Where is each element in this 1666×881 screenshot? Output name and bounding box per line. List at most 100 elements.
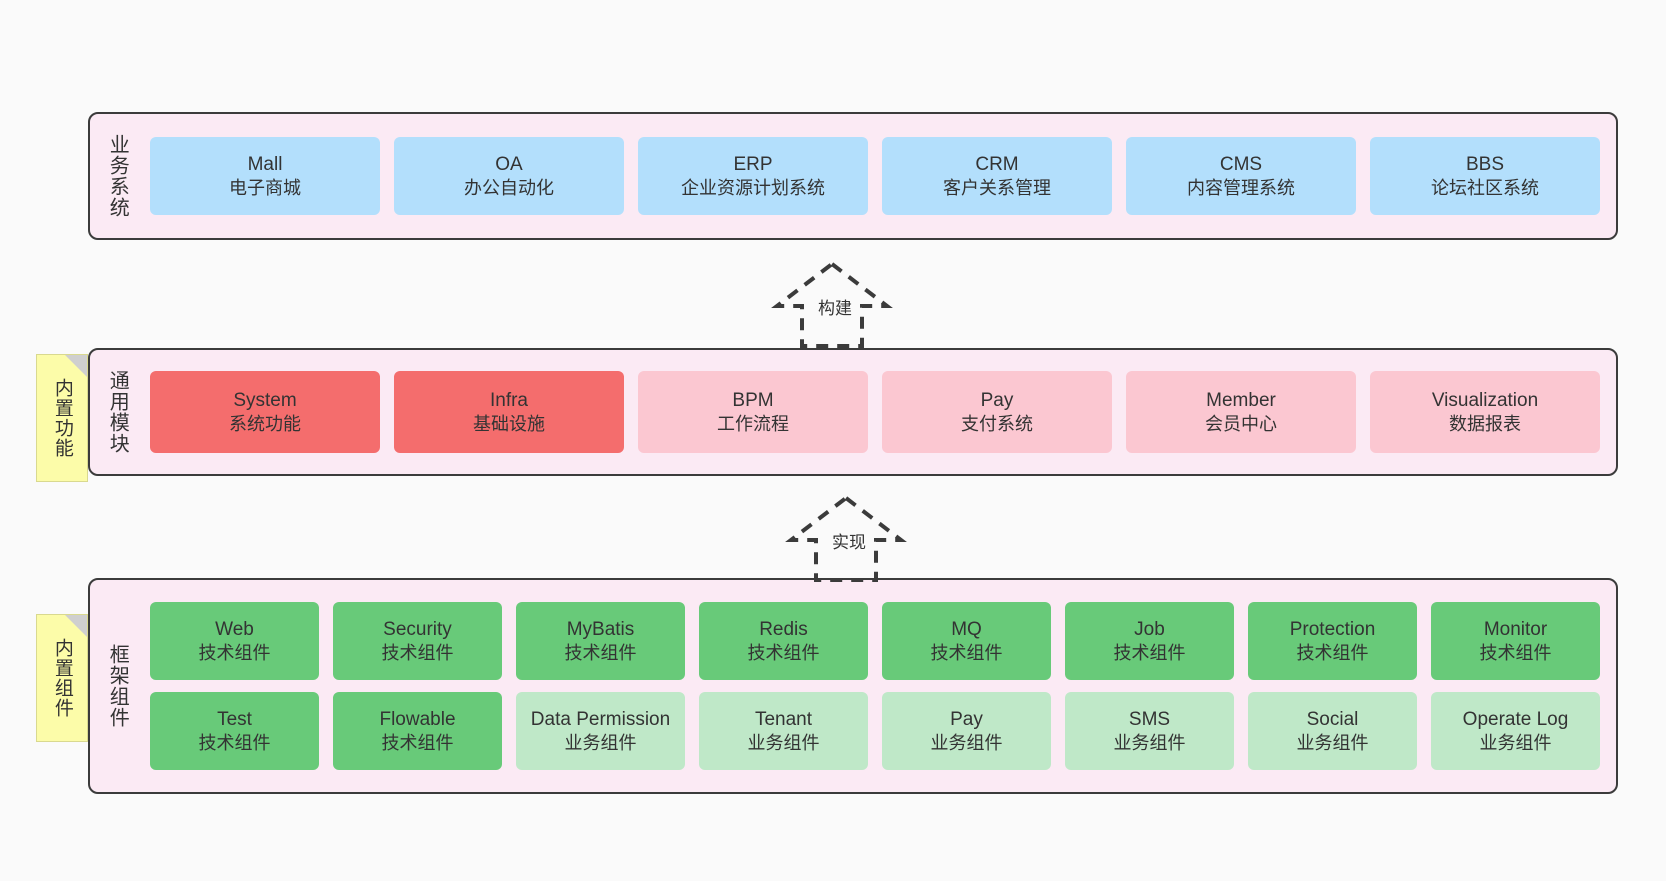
component-box-tenant[interactable]: Tenant 业务组件: [699, 692, 868, 770]
component-cn-label: 技术组件: [747, 642, 820, 663]
component-cn-label: 技术组件: [1296, 642, 1369, 663]
module-cn-label: 电子商城: [229, 177, 301, 198]
component-cn-label: 技术组件: [930, 642, 1003, 663]
component-en-label: Web: [215, 618, 254, 640]
component-box-operate-log[interactable]: Operate Log 业务组件: [1431, 692, 1600, 770]
component-cn-label: 技术组件: [381, 642, 454, 663]
note-fold-corner-icon: [65, 355, 87, 377]
module-en-label: Member: [1206, 389, 1276, 411]
module-en-label: BBS: [1465, 153, 1505, 175]
component-cn-label: 业务组件: [564, 732, 637, 753]
build-arrow-icon: [771, 261, 893, 348]
component-box-monitor[interactable]: Monitor 技术组件: [1431, 602, 1600, 680]
framework-component-items: Web 技术组件 Security 技术组件 MyBatis 技术组件 Redi…: [144, 580, 1616, 792]
framework-component-row-technical: Web 技术组件 Security 技术组件 MyBatis 技术组件 Redi…: [150, 602, 1600, 680]
module-box-crm[interactable]: CRM 客户关系管理: [882, 137, 1112, 215]
module-box-infra[interactable]: Infra 基础设施: [394, 371, 624, 453]
component-cn-label: 技术组件: [198, 642, 271, 663]
component-en-label: Tenant: [754, 708, 813, 730]
component-cn-label: 技术组件: [1479, 642, 1552, 663]
module-cn-label: 系统功能: [229, 413, 301, 434]
module-box-erp[interactable]: ERP 企业资源计划系统: [638, 137, 868, 215]
module-en-label: Pay: [980, 389, 1014, 411]
implement-arrow-icon: [785, 495, 907, 582]
component-box-redis[interactable]: Redis 技术组件: [699, 602, 868, 680]
component-box-job[interactable]: Job 技术组件: [1065, 602, 1234, 680]
component-cn-label: 技术组件: [381, 732, 454, 753]
component-en-label: Operate Log: [1462, 708, 1569, 730]
layer-title-framework-component: 框架组件: [106, 644, 129, 728]
component-cn-label: 业务组件: [1296, 732, 1369, 753]
connector-implement: 实现: [766, 492, 926, 584]
module-cn-label: 内容管理系统: [1187, 177, 1295, 198]
component-en-label: Redis: [759, 618, 808, 640]
component-cn-label: 业务组件: [930, 732, 1003, 753]
module-box-bbs[interactable]: BBS 论坛社区系统: [1370, 137, 1600, 215]
component-cn-label: 技术组件: [1113, 642, 1186, 663]
component-box-web[interactable]: Web 技术组件: [150, 602, 319, 680]
component-box-pay[interactable]: Pay 业务组件: [882, 692, 1051, 770]
component-en-label: Job: [1134, 618, 1165, 640]
component-en-label: Flowable: [379, 708, 456, 730]
business-system-items: Mall 电子商城 OA 办公自动化 ERP 企业资源计划系统 CRM 客户关系…: [144, 114, 1616, 238]
module-cn-label: 数据报表: [1449, 413, 1521, 434]
component-box-data-permission[interactable]: Data Permission 业务组件: [516, 692, 685, 770]
note-builtin-function: 内置功能: [36, 354, 88, 482]
connector-implement-label: 实现: [832, 533, 866, 552]
component-en-label: Protection: [1289, 618, 1376, 640]
component-en-label: Data Permission: [530, 708, 671, 730]
module-en-label: OA: [495, 153, 523, 175]
module-box-visualization[interactable]: Visualization 数据报表: [1370, 371, 1600, 453]
module-en-label: BPM: [732, 389, 774, 411]
component-box-test[interactable]: Test 技术组件: [150, 692, 319, 770]
component-en-label: MQ: [951, 618, 982, 640]
connector-build-label: 构建: [818, 299, 852, 318]
component-box-sms[interactable]: SMS 业务组件: [1065, 692, 1234, 770]
note-builtin-component: 内置组件: [36, 614, 88, 742]
note-builtin-function-label: 内置功能: [51, 378, 73, 458]
module-en-label: Visualization: [1431, 389, 1539, 411]
component-en-label: MyBatis: [566, 618, 635, 640]
component-cn-label: 技术组件: [564, 642, 637, 663]
component-en-label: Security: [383, 618, 452, 640]
module-box-mall[interactable]: Mall 电子商城: [150, 137, 380, 215]
component-box-flowable[interactable]: Flowable 技术组件: [333, 692, 502, 770]
module-cn-label: 企业资源计划系统: [681, 177, 825, 198]
module-en-label: CMS: [1219, 153, 1263, 175]
module-cn-label: 客户关系管理: [943, 177, 1051, 198]
module-cn-label: 工作流程: [717, 413, 789, 434]
component-cn-label: 业务组件: [1113, 732, 1186, 753]
note-fold-corner-icon: [65, 615, 87, 637]
component-cn-label: 技术组件: [198, 732, 271, 753]
module-cn-label: 办公自动化: [464, 177, 554, 198]
module-en-label: ERP: [733, 153, 773, 175]
note-builtin-component-label: 内置组件: [51, 638, 73, 718]
module-box-pay[interactable]: Pay 支付系统: [882, 371, 1112, 453]
module-box-oa[interactable]: OA 办公自动化: [394, 137, 624, 215]
component-box-mq[interactable]: MQ 技术组件: [882, 602, 1051, 680]
component-box-security[interactable]: Security 技术组件: [333, 602, 502, 680]
module-en-label: CRM: [975, 153, 1019, 175]
component-en-label: Test: [217, 708, 252, 730]
module-box-member[interactable]: Member 会员中心: [1126, 371, 1356, 453]
component-en-label: Pay: [950, 708, 983, 730]
module-cn-label: 会员中心: [1205, 413, 1277, 434]
component-box-social[interactable]: Social 业务组件: [1248, 692, 1417, 770]
module-box-bpm[interactable]: BPM 工作流程: [638, 371, 868, 453]
component-en-label: SMS: [1128, 708, 1171, 730]
layer-common-module: 通用模块 System 系统功能 Infra 基础设施 BPM 工作流程 Pay…: [88, 348, 1618, 476]
module-box-system[interactable]: System 系统功能: [150, 371, 380, 453]
layer-title-business-system: 业务系统: [106, 134, 129, 218]
module-en-label: System: [233, 389, 297, 411]
layer-title-common-module: 通用模块: [106, 370, 129, 454]
component-box-mybatis[interactable]: MyBatis 技术组件: [516, 602, 685, 680]
layer-business-system: 业务系统 Mall 电子商城 OA 办公自动化 ERP 企业资源计划系统 CRM…: [88, 112, 1618, 240]
module-cn-label: 支付系统: [961, 413, 1033, 434]
component-cn-label: 业务组件: [1479, 732, 1552, 753]
component-en-label: Monitor: [1483, 618, 1548, 640]
component-box-protection[interactable]: Protection 技术组件: [1248, 602, 1417, 680]
module-cn-label: 论坛社区系统: [1431, 177, 1539, 198]
module-box-cms[interactable]: CMS 内容管理系统: [1126, 137, 1356, 215]
common-module-items: System 系统功能 Infra 基础设施 BPM 工作流程 Pay 支付系统…: [144, 350, 1616, 474]
connector-build: 构建: [752, 258, 912, 350]
